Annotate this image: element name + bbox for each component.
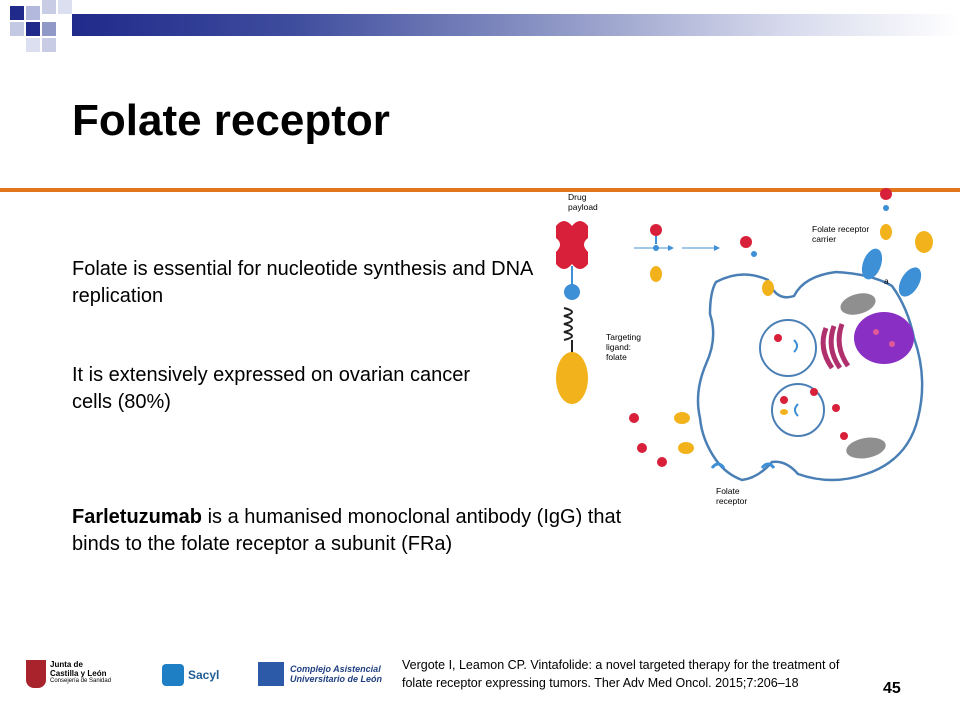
label-payload: payload xyxy=(568,202,598,212)
slide-title: Folate receptor xyxy=(72,96,390,145)
title-divider xyxy=(0,188,960,192)
caule-line2: Universitario de León xyxy=(290,674,383,684)
junta-line3: Consejería de Sanidad xyxy=(50,678,112,684)
sacyl-mark xyxy=(162,664,184,686)
label-carrier-line2: carrier xyxy=(812,234,836,244)
header-gradient-bar xyxy=(72,14,960,36)
mitochondrion-upper xyxy=(840,293,876,315)
label-drug: Drug xyxy=(568,192,587,202)
paragraph-folate-role: Folate is essential for nucleotide synth… xyxy=(72,258,533,307)
junta-coat-of-arms xyxy=(26,660,46,688)
folate-receptor-carrier-a xyxy=(861,248,883,280)
farletuzumab-description: is a humanised monoclonal antibody (IgG)… xyxy=(72,506,622,555)
junta-line1: Junta de xyxy=(50,660,83,669)
endosome-upper xyxy=(759,319,817,377)
junta-line2: Castilla y León xyxy=(50,669,107,678)
label-targeting-line1: Targeting xyxy=(606,332,641,342)
cell-membrane xyxy=(696,270,924,482)
paragraph-farletuzumab: Farletuzumab is a humanised monoclonal a… xyxy=(72,504,662,558)
sacyl-text: Sacyl xyxy=(188,668,220,682)
caule-mark xyxy=(258,662,284,686)
citation-line1: Vergote I, Leamon CP. Vintafolide: a nov… xyxy=(402,658,840,672)
label-targeting-line3: folate xyxy=(606,352,627,362)
label-carrier-line1: Folate receptor xyxy=(812,224,869,234)
folate-receptor-carrier-b xyxy=(898,267,922,297)
caule-line1: Complejo Asistencial xyxy=(290,664,381,674)
mitochondrion-lower xyxy=(846,437,886,459)
golgi xyxy=(820,323,851,370)
label-targeting-line2: ligand: xyxy=(606,342,631,352)
drug-payload-large xyxy=(556,221,588,269)
label-receptor-line1: Folate xyxy=(716,486,740,496)
page-number: 45 xyxy=(883,680,901,697)
folate-ligand-large xyxy=(556,352,588,404)
citation-line2: folate receptor expressing tumors. Ther … xyxy=(402,676,799,690)
nucleus xyxy=(854,312,914,364)
farletuzumab-term: Farletuzumab xyxy=(72,506,203,528)
label-receptor-line2: receptor xyxy=(716,496,747,506)
folate-receptor-diagram: Drug payload Folate receptor carrier Tar… xyxy=(556,188,933,506)
paragraph-ovarian-expression: It is extensively expressed on ovarian c… xyxy=(72,364,470,413)
label-a: a xyxy=(884,276,889,286)
citation: Vergote I, Leamon CP. Vintafolide: a nov… xyxy=(402,656,942,692)
